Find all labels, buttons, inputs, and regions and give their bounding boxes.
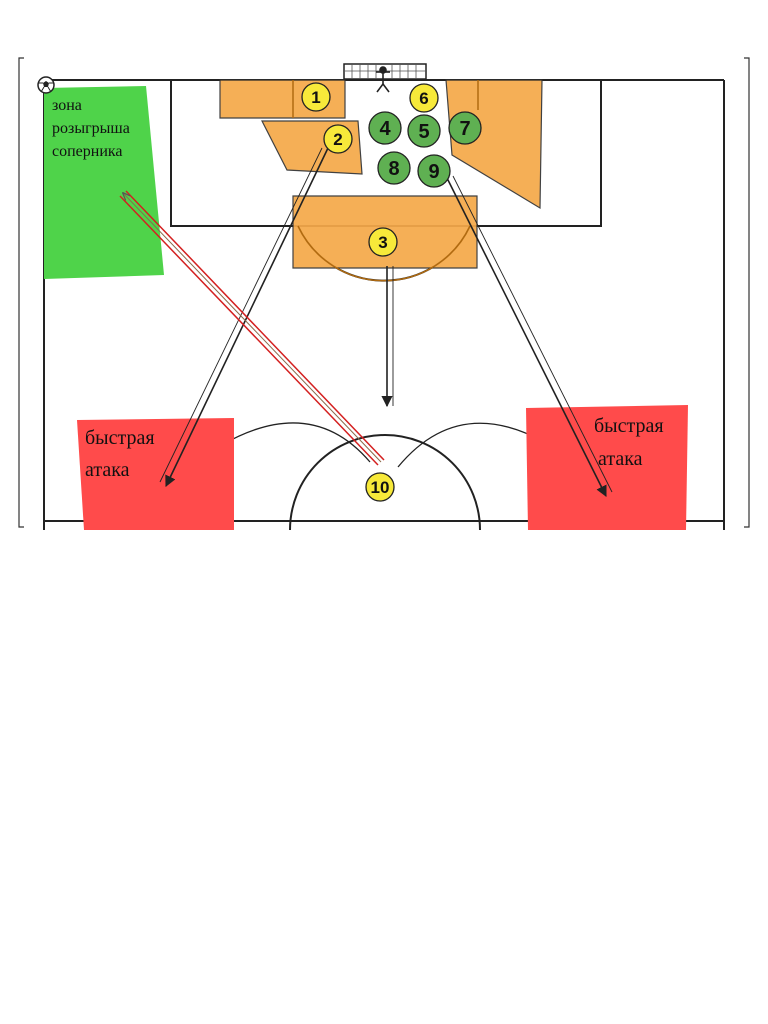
player-marker-6: 6 [409, 83, 439, 113]
player-number: 4 [379, 118, 391, 140]
svg-text:атака: атака [85, 459, 130, 481]
player-number: 1 [311, 88, 320, 107]
fast-attack-zone-left [77, 418, 234, 530]
player-number: 2 [333, 130, 342, 149]
fast-attack-label-right: быстрая атака [594, 415, 664, 470]
player-number: 8 [388, 158, 399, 180]
svg-text:быстрая: быстрая [594, 415, 664, 437]
frame-brackets [18, 57, 750, 528]
arrow-9-right [446, 177, 607, 498]
player-marker-8: 8 [377, 151, 411, 185]
player-marker-10: 10 [365, 472, 395, 502]
goalkeeper-icon [376, 66, 390, 93]
player-number: 9 [428, 161, 439, 183]
svg-text:соперника: соперника [52, 143, 123, 160]
player-marker-3: 3 [368, 227, 398, 257]
opponent-buildup-label: зона розыгрыша соперника [52, 97, 130, 160]
svg-text:розыгрыша: розыгрыша [52, 120, 130, 137]
player-number: 6 [419, 89, 428, 108]
fast-attack-label-left: быстрая атака [85, 427, 155, 481]
player-number: 3 [378, 233, 387, 252]
soccer-ball-icon [37, 76, 55, 94]
opponent-buildup-zone [44, 86, 164, 279]
player-number: 7 [459, 118, 470, 140]
pitch-arcs [184, 422, 581, 471]
player-marker-1: 1 [301, 82, 331, 112]
player-number: 10 [371, 478, 390, 497]
svg-text:быстрая: быстрая [85, 427, 155, 449]
press-zone-inner-lines [292, 80, 479, 282]
player-marker-7: 7 [448, 111, 482, 145]
fast-attack-arrows [159, 147, 613, 498]
player-marker-4: 4 [368, 111, 402, 145]
pass-arrow-10-to-opponent-zone [119, 190, 385, 466]
svg-text:атака: атака [598, 448, 643, 470]
fast-attack-zone-right [526, 405, 688, 530]
svg-text:зона: зона [52, 97, 82, 114]
player-number: 5 [418, 121, 429, 143]
player-marker-2: 2 [323, 124, 353, 154]
players: 4 5 7 8 9 1 2 3 6 10 [301, 82, 482, 502]
player-marker-5: 5 [407, 114, 441, 148]
player-marker-9: 9 [417, 154, 451, 188]
